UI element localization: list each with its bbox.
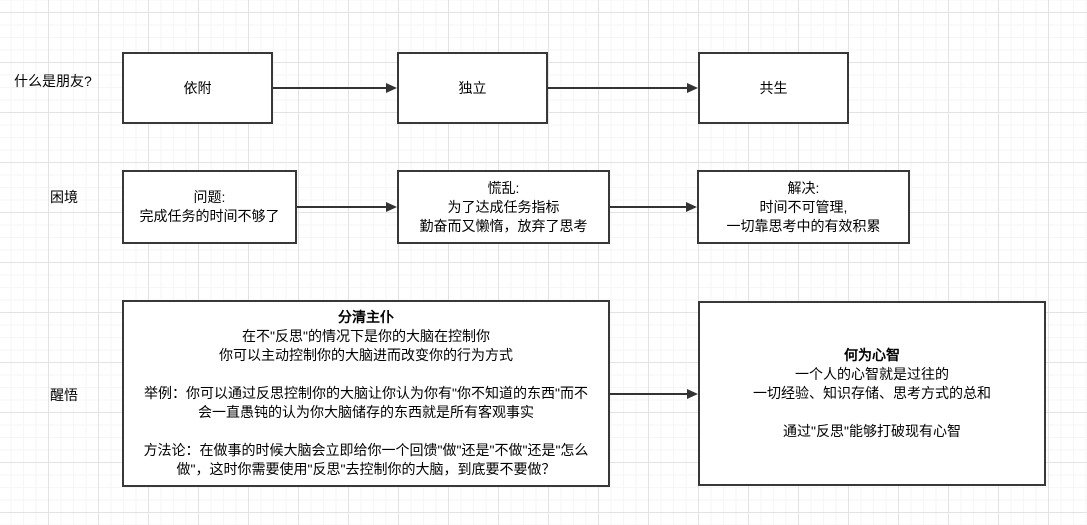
arrow-line xyxy=(610,393,687,395)
arrow-problem-to-panic[interactable] xyxy=(297,201,397,213)
row-label-what-are-friends[interactable]: 什么是朋友? xyxy=(14,73,92,89)
box-independence[interactable]: 独立 xyxy=(397,52,548,124)
arrow-master-servant-to-mind[interactable] xyxy=(610,388,698,400)
box-text: 独立 xyxy=(458,79,487,96)
box-panic[interactable]: 慌乱:为了达成任务指标勤奋而又懒惰，放弃了思考 xyxy=(397,170,610,244)
arrow-head-icon xyxy=(687,83,698,93)
arrow-line xyxy=(297,206,386,208)
box-what-is-mind[interactable]: 何为心智 一个人的心智就是过往的一切经验、知识存储、思考方式的总和 通过"反思"… xyxy=(698,301,1046,486)
box-symbiosis[interactable]: 共生 xyxy=(698,52,849,124)
box-body: 一个人的心智就是过往的一切经验、知识存储、思考方式的总和 通过"反思"能够打破现… xyxy=(753,366,991,439)
box-text: 问题:完成任务的时间不够了 xyxy=(139,189,280,224)
box-dependence[interactable]: 依附 xyxy=(122,52,273,124)
box-title: 何为心智 xyxy=(844,347,900,363)
box-problem[interactable]: 问题:完成任务的时间不够了 xyxy=(122,170,297,244)
arrow-independence-to-symbiosis[interactable] xyxy=(548,82,698,94)
arrow-head-icon xyxy=(386,202,397,212)
arrow-head-icon xyxy=(687,389,698,399)
arrow-line xyxy=(273,87,386,89)
row-label-awakening[interactable]: 醒悟 xyxy=(50,387,78,403)
box-text: 共生 xyxy=(759,79,788,96)
arrow-line xyxy=(610,206,686,208)
box-text: 分清主仆 在不"反思"的情况下是你的大脑在控制你你可以主动控制你的大脑进而改变你… xyxy=(124,308,608,479)
arrow-dependence-to-independence[interactable] xyxy=(273,82,397,94)
row-label-dilemma[interactable]: 困境 xyxy=(50,189,78,205)
arrow-head-icon xyxy=(386,83,397,93)
box-body: 在不"反思"的情况下是你的大脑在控制你你可以主动控制你的大脑进而改变你的行为方式… xyxy=(143,328,589,477)
arrow-line xyxy=(548,87,687,89)
box-text: 何为心智 一个人的心智就是过往的一切经验、知识存储、思考方式的总和 通过"反思"… xyxy=(700,346,1044,441)
arrow-panic-to-solution[interactable] xyxy=(610,201,697,213)
box-text: 依附 xyxy=(183,79,212,96)
box-text: 解决:时间不可管理,一切靠思考中的有效积累 xyxy=(726,179,881,234)
box-master-servant[interactable]: 分清主仆 在不"反思"的情况下是你的大脑在控制你你可以主动控制你的大脑进而改变你… xyxy=(122,300,610,487)
box-solution[interactable]: 解决:时间不可管理,一切靠思考中的有效积累 xyxy=(697,170,910,244)
box-title: 分清主仆 xyxy=(338,309,394,325)
box-text: 慌乱:为了达成任务指标勤奋而又懒惰，放弃了思考 xyxy=(419,179,588,234)
arrow-head-icon xyxy=(686,202,697,212)
